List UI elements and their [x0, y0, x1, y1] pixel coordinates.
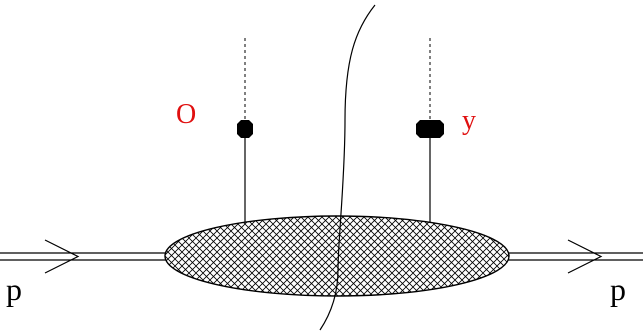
hadronic-blob [164, 215, 510, 297]
operator-left-label: O [176, 99, 196, 130]
right-operator-leg [416, 38, 444, 226]
left-vertex-dot-icon [237, 120, 253, 138]
final-state-cut-line [319, 4, 376, 331]
incoming-proton-line [0, 239, 168, 274]
outgoing-proton-line [505, 239, 643, 274]
left-operator-leg [237, 38, 253, 226]
operator-right-label: y [462, 105, 476, 136]
outgoing-momentum-label: p [610, 271, 626, 307]
incoming-momentum-label: p [6, 271, 22, 307]
outgoing-arrow-icon [567, 239, 603, 274]
incoming-arrow-icon [44, 239, 80, 274]
right-vertex-dot-icon [416, 120, 444, 138]
